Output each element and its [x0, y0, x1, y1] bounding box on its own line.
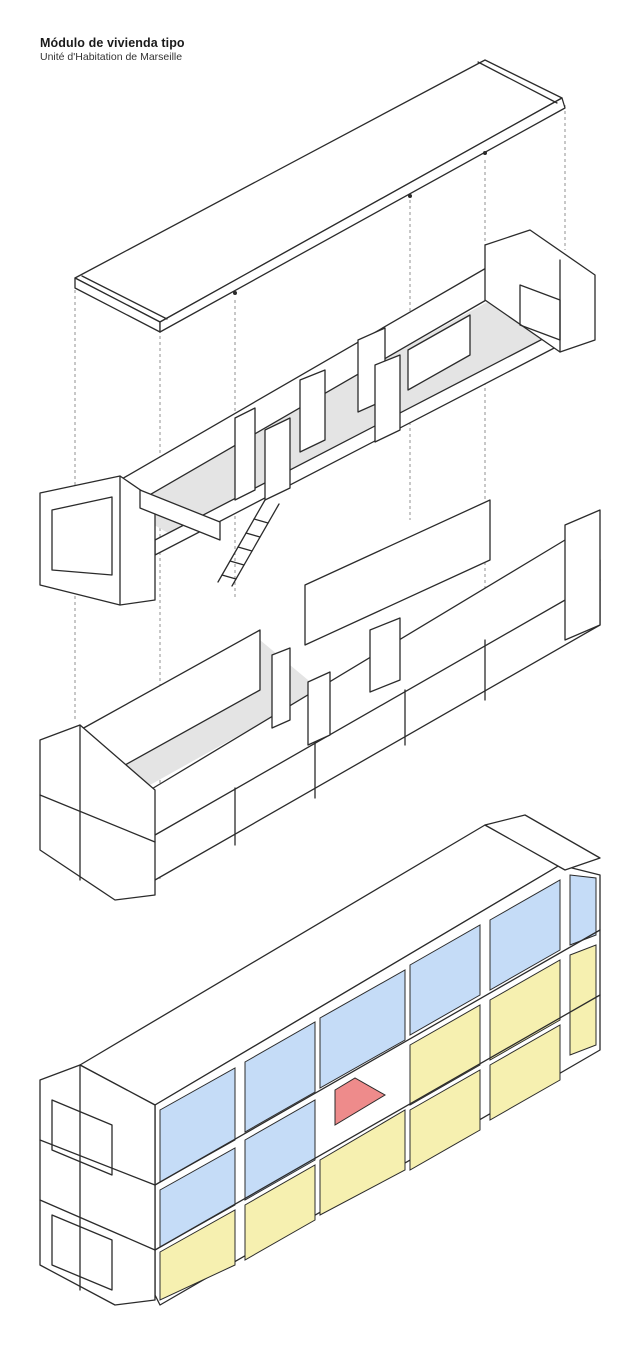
diagram-subtitle: Unité d'Habitation de Marseille: [40, 51, 183, 63]
blue-glazing: [159, 874, 597, 1248]
assembled-module: [39, 814, 601, 1306]
upper-level: [39, 229, 596, 606]
stair-void: [334, 1077, 386, 1126]
roof-slab: [74, 59, 566, 333]
diagram-title: Módulo de vivienda tipo: [40, 36, 185, 50]
diagram-header: Módulo de vivienda tipo Unité d'Habitati…: [40, 36, 185, 63]
yellow-glazing: [159, 944, 597, 1301]
lower-level: [39, 499, 601, 901]
stair: [217, 499, 280, 587]
